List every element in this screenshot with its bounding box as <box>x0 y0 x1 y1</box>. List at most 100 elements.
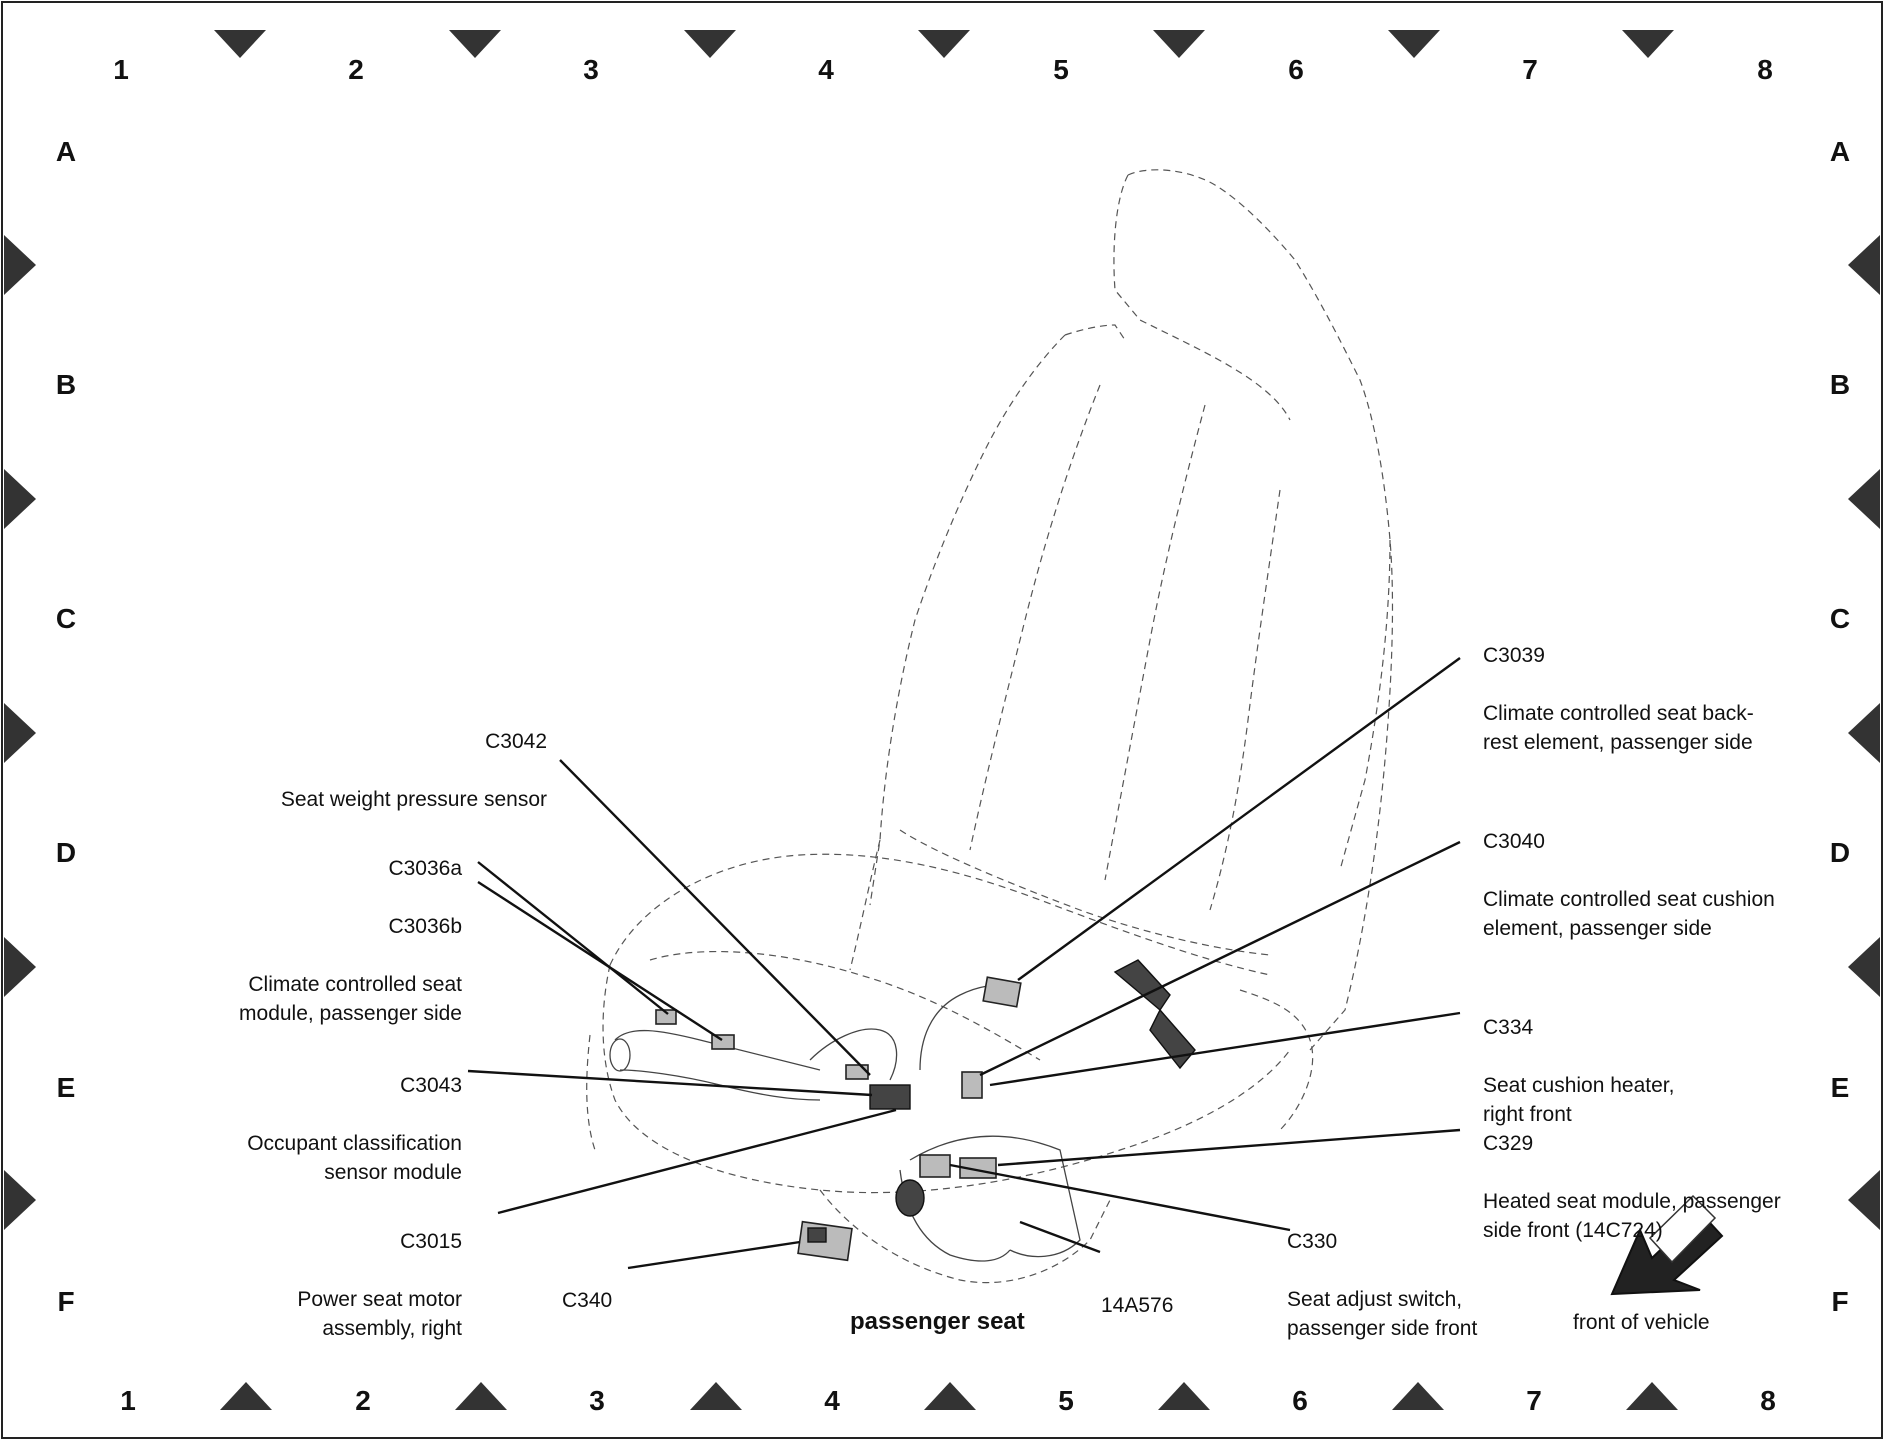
grid-marker <box>214 30 266 58</box>
grid-row-label-right: B <box>1829 369 1851 400</box>
harness-end <box>609 1038 631 1072</box>
c3036b-connector: C3036b <box>388 915 462 938</box>
14a576-label: 14A576 <box>1101 1294 1174 1317</box>
grid-row-label-left: E <box>56 1072 76 1103</box>
callout-c3036: C3036a C3036b Climate controlled seat mo… <box>190 825 462 1057</box>
connector-c3040 <box>961 1071 983 1099</box>
c329-connector: C329 <box>1483 1132 1534 1155</box>
grid-column-label-bottom: 5 <box>1058 1385 1074 1416</box>
grid-marker <box>1848 1170 1880 1230</box>
leader-c3036a <box>477 861 669 1015</box>
c329-description: Heated seat module, passenger side front… <box>1483 1190 1781 1242</box>
grid-column-label-bottom: 1 <box>120 1385 136 1416</box>
orientation-label: front of vehicle <box>1573 1311 1710 1334</box>
grid-marker <box>1392 1382 1444 1410</box>
grid-column-label-top: 6 <box>1288 54 1304 85</box>
leader-c3040 <box>979 840 1461 1077</box>
power-seat-motor <box>895 1179 925 1217</box>
c330-connector: C330 <box>1287 1230 1338 1253</box>
seat-rib-2 <box>1104 404 1206 881</box>
grid-marker <box>4 1170 36 1230</box>
grid-marker <box>1388 30 1440 58</box>
grid-marker <box>220 1382 272 1410</box>
connector-c3039 <box>982 976 1022 1008</box>
grid-marker <box>1848 937 1880 997</box>
connector-c330 <box>919 1154 951 1178</box>
grid-row-label-right: C <box>1829 603 1851 634</box>
callout-c329: C329 Heated seat module, passenger side … <box>1483 1100 1823 1274</box>
c3043-connector: C3043 <box>400 1074 462 1097</box>
grid-row-label-right: F <box>1831 1286 1849 1317</box>
seat-right-bolster <box>1239 989 1314 1131</box>
c3036a-connector: C3036a <box>388 857 462 880</box>
leader-c3015 <box>497 1108 897 1215</box>
connector-c3036b <box>711 1034 735 1050</box>
grid-marker <box>1848 703 1880 763</box>
seatbelt-buckle <box>1113 959 1171 1012</box>
seat-side-bolster <box>899 829 1271 956</box>
c3039-description: Climate controlled seat back- rest eleme… <box>1483 702 1754 754</box>
grid-row-label-right: E <box>1830 1072 1850 1103</box>
grid-column-label-bottom: 6 <box>1292 1385 1308 1416</box>
grid-row-label-left: C <box>55 603 77 634</box>
c330-description: Seat adjust switch, passenger side front <box>1287 1288 1478 1340</box>
callout-c3015: C3015 Power seat motor assembly, right <box>190 1198 462 1372</box>
grid-markers <box>4 30 1880 1410</box>
seat-rib-3 <box>1209 489 1281 911</box>
seatbelt-stalk <box>1149 1008 1196 1070</box>
grid-column-label-top: 1 <box>113 54 129 85</box>
grid-row-label-right: D <box>1829 837 1851 868</box>
grid-marker <box>1153 30 1205 58</box>
harness-tube <box>614 1029 821 1071</box>
grid-marker <box>1848 235 1880 295</box>
leader-14a576 <box>1019 1220 1101 1254</box>
grid-marker <box>455 1382 507 1410</box>
grid-column-label-bottom: 3 <box>589 1385 605 1416</box>
leader-c3042 <box>559 759 871 1076</box>
seat-cushion-front <box>602 964 1291 1194</box>
callout-c3040: C3040 Climate controlled seat cushion el… <box>1483 798 1823 972</box>
grid-column-label-top: 8 <box>1757 54 1773 85</box>
grid-column-label-top: 2 <box>348 54 364 85</box>
leader-c340 <box>627 1240 801 1270</box>
grid-column-label-top: 3 <box>583 54 599 85</box>
arrow-down-left-icon <box>1610 1194 1724 1296</box>
leader-c3036b <box>477 880 723 1042</box>
seat-cushion-crease <box>649 951 1041 1061</box>
grid-column-label-top: 4 <box>818 54 834 85</box>
callout-c3043: C3043 Occupant classification sensor mod… <box>190 1042 462 1216</box>
grid-marker <box>1848 469 1880 529</box>
callout-c3042: C3042 Seat weight pressure sensor <box>240 698 547 843</box>
seat-back-outer <box>1127 169 1394 1051</box>
callout-14a576: 14A576 <box>1101 1262 1173 1349</box>
grid-marker <box>690 1382 742 1410</box>
c3040-description: Climate controlled seat cushion element,… <box>1483 888 1775 940</box>
grid-column-label-bottom: 7 <box>1526 1385 1542 1416</box>
callout-c340: C340 <box>562 1257 612 1344</box>
grid-column-label-top: 7 <box>1522 54 1538 85</box>
leader-lines <box>467 657 1461 1270</box>
c334-description: Seat cushion heater, right front <box>1483 1074 1675 1126</box>
connector-c3043 <box>869 1084 911 1110</box>
harness-bundle <box>809 1028 898 1081</box>
c3015-description: Power seat motor assembly, right <box>297 1288 462 1340</box>
grid-marker <box>924 1382 976 1410</box>
callout-c334: C334 Seat cushion heater, right front <box>1483 984 1823 1158</box>
seat-back-right-edge <box>1339 539 1391 871</box>
callout-c330: C330 Seat adjust switch, passenger side … <box>1287 1198 1507 1372</box>
leader-c330 <box>949 1163 1291 1232</box>
grid-row-label-right: A <box>1829 136 1851 167</box>
seat-track <box>909 1135 1081 1258</box>
seat-back-inner <box>1113 174 1291 421</box>
grid-marker <box>1626 1382 1678 1410</box>
c334-connector: C334 <box>1483 1016 1534 1039</box>
grid-column-label-bottom: 4 <box>824 1385 840 1416</box>
grid-row-label-left: B <box>55 369 77 400</box>
seat-base <box>819 1189 1111 1284</box>
c3015-connector: C3015 <box>400 1230 462 1253</box>
seat-back-lower <box>849 839 881 971</box>
connector-c340-body <box>807 1227 827 1243</box>
seat-illustration <box>586 169 1394 1284</box>
